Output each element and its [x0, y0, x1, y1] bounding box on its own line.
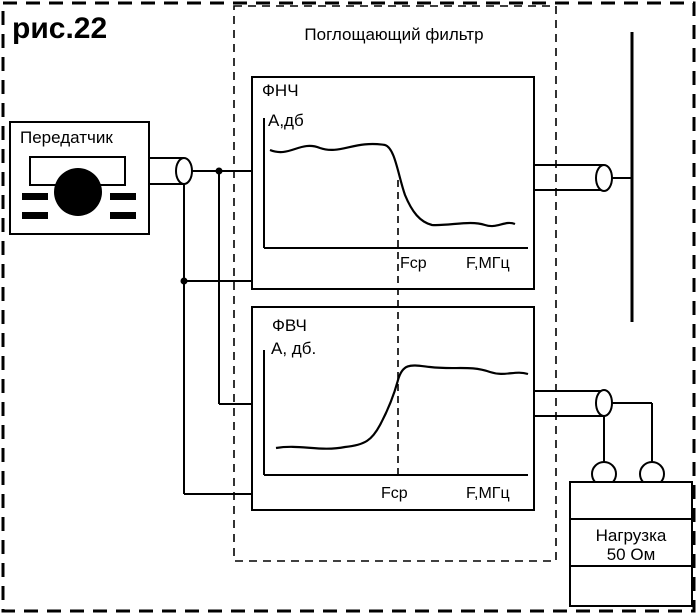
lpf-response-curve: [269, 142, 516, 228]
hpf-y-label: А, дб.: [271, 339, 316, 358]
transmitter-block: Передатчик: [9, 121, 150, 235]
lpf-x-label: F,МГц: [466, 255, 510, 272]
junction-dot-upper: [215, 167, 223, 175]
coax-transmitter: [149, 157, 193, 185]
lpf-name: ФНЧ: [262, 81, 299, 100]
hpf-response-curve: [275, 364, 529, 450]
transmitter-label: Передатчик: [20, 128, 113, 147]
load-block: Нагрузка 50 Ом: [569, 461, 693, 607]
load-box: [569, 481, 693, 607]
lpf-block: ФНЧ А,дб Fcp F,МГц: [251, 76, 535, 290]
lpf-box: [251, 76, 535, 290]
transmitter-slot-left-1: [22, 193, 48, 200]
lpf-fcp-label: Fcp: [400, 255, 427, 272]
transmitter-slot-left-2: [22, 212, 48, 219]
transmitter-dial-icon: [54, 168, 102, 216]
load-label-line2: 50 Ом: [607, 545, 656, 564]
transmitter-slot-right-1: [110, 193, 136, 200]
coax-load: [534, 389, 653, 462]
input-wiring: [183, 170, 252, 495]
junction-dot-lower: [180, 277, 188, 285]
figure-label: рис.22: [12, 12, 107, 45]
hpf-block: ФВЧ А, дб. Fcp F,МГц: [251, 306, 535, 511]
filter-title: Поглощающий фильтр: [304, 25, 483, 44]
lpf-y-label: А,дб: [268, 111, 304, 130]
hpf-box: [251, 306, 535, 511]
coax-antenna: [534, 164, 632, 192]
hpf-x-label: F,МГц: [466, 485, 510, 502]
absorbing-filter-box: [233, 5, 557, 562]
transmitter-slot-right-2: [110, 212, 136, 219]
load-label-line1: Нагрузка: [596, 526, 667, 545]
hpf-name: ФВЧ: [272, 316, 307, 335]
hpf-fcp-label: Fcp: [381, 485, 408, 502]
